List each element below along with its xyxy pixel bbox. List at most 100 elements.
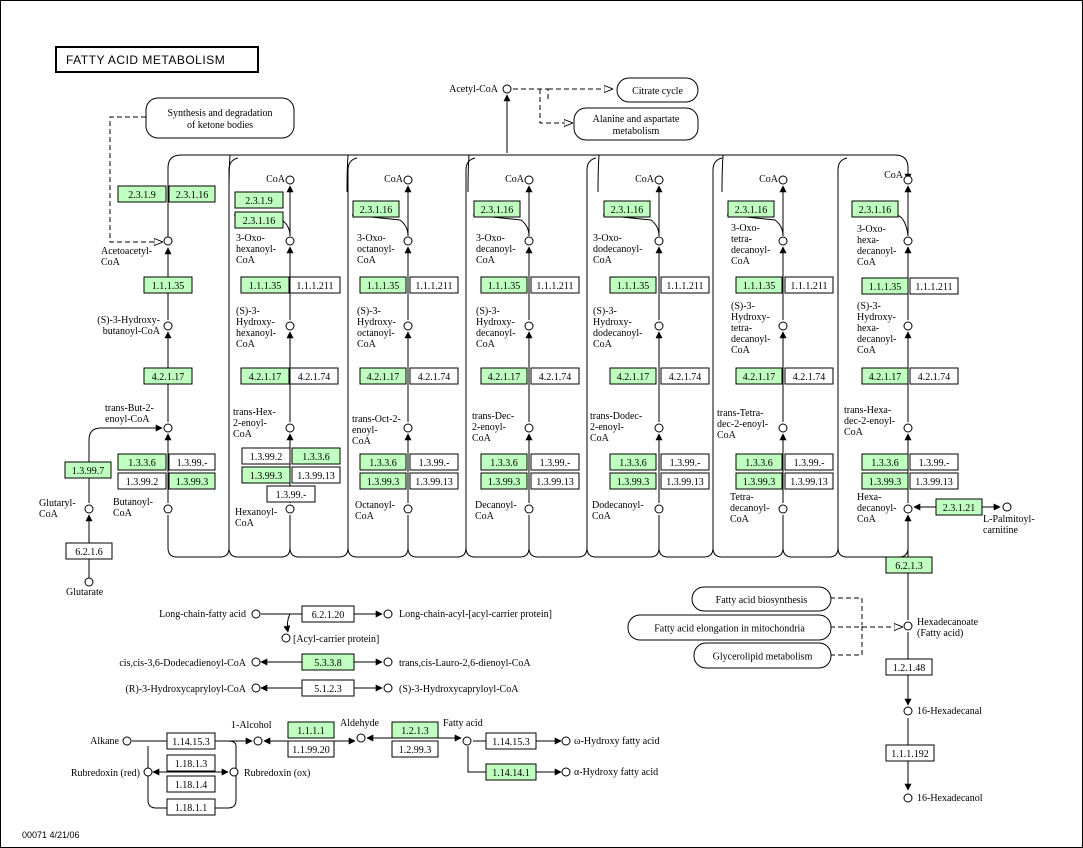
enoyl-coa-node[interactable] bbox=[903, 423, 913, 433]
enzyme-box[interactable]: 4.2.1.74 bbox=[409, 367, 459, 385]
enzyme-box[interactable]: 1.3.99.3 bbox=[609, 472, 657, 490]
s-hydroxycapryloyl-node[interactable] bbox=[383, 683, 393, 693]
enzyme-box[interactable]: 1.3.99.- bbox=[909, 453, 959, 471]
enzyme-box[interactable]: 4.2.1.74 bbox=[784, 367, 834, 385]
coa-node[interactable] bbox=[285, 175, 295, 185]
enzyme-box[interactable]: 1.18.1.4 bbox=[166, 775, 216, 793]
hydroxyacyl-coa-node[interactable] bbox=[163, 321, 173, 331]
enzyme-box[interactable]: 1.3.99.- bbox=[784, 453, 834, 471]
enzyme-box[interactable]: 1.2.1.3 bbox=[391, 721, 439, 739]
enzyme-box[interactable]: 2.3.1.9 bbox=[117, 185, 167, 203]
enzyme-box[interactable]: 2.3.1.21 bbox=[935, 498, 983, 516]
enzyme-box[interactable]: 2.3.1.16 bbox=[234, 211, 284, 229]
oxoacyl-coa-node[interactable] bbox=[654, 236, 664, 246]
enzyme-box[interactable]: 1.3.99.2 bbox=[241, 447, 291, 465]
acyl-coa-node[interactable] bbox=[163, 504, 173, 514]
acetyl-coa-node[interactable] bbox=[502, 84, 512, 94]
alcohol-node[interactable] bbox=[253, 736, 263, 746]
enzyme-box[interactable]: 1.3.99.13 bbox=[784, 472, 834, 490]
hydroxyacyl-coa-node[interactable] bbox=[403, 321, 413, 331]
enoyl-coa-node[interactable] bbox=[163, 423, 173, 433]
alpha-hydroxy-node[interactable] bbox=[561, 767, 571, 777]
glutarate-node[interactable] bbox=[84, 577, 94, 587]
coa-node[interactable] bbox=[524, 175, 534, 185]
enzyme-box[interactable]: 1.1.1.211 bbox=[909, 277, 959, 295]
acyl-coa-node[interactable] bbox=[654, 504, 664, 514]
enzyme-box[interactable]: 1.1.1.211 bbox=[660, 276, 710, 294]
enzyme-box[interactable]: 1.3.99.3 bbox=[861, 472, 909, 490]
enzyme-box[interactable]: 1.1.1.35 bbox=[143, 276, 193, 294]
map-citrate-cycle[interactable]: Citrate cycle bbox=[616, 77, 699, 103]
enzyme-box[interactable]: 1.3.99.- bbox=[409, 453, 459, 471]
enzyme-box[interactable]: 1.3.99.13 bbox=[409, 472, 459, 490]
enzyme-box[interactable]: 2.3.1.16 bbox=[851, 200, 899, 218]
enzyme-box[interactable]: 1.3.3.6 bbox=[609, 453, 657, 471]
enzyme-box[interactable]: 1.3.99.13 bbox=[909, 472, 959, 490]
enzyme-box[interactable]: 6.2.1.6 bbox=[65, 542, 113, 560]
enzyme-box[interactable]: 5.3.3.8 bbox=[301, 653, 355, 671]
palmitoylcarnitine-node[interactable] bbox=[1002, 502, 1012, 512]
enzyme-box[interactable]: 1.3.99.2 bbox=[117, 472, 167, 490]
hydroxyacyl-coa-node[interactable] bbox=[524, 321, 534, 331]
enoyl-coa-node[interactable] bbox=[285, 423, 295, 433]
enzyme-box[interactable]: 4.2.1.17 bbox=[359, 367, 407, 385]
coa-node[interactable] bbox=[654, 175, 664, 185]
oxoacyl-coa-node[interactable] bbox=[524, 236, 534, 246]
enzyme-box[interactable]: 4.2.1.74 bbox=[909, 367, 959, 385]
trans-lauro-dienoyl-node[interactable] bbox=[383, 657, 393, 667]
acyl-coa-node[interactable] bbox=[778, 504, 788, 514]
oxoacyl-coa-node[interactable] bbox=[163, 236, 173, 246]
enzyme-box[interactable]: 4.2.1.74 bbox=[289, 367, 339, 385]
enzyme-box[interactable]: 1.3.3.6 bbox=[480, 453, 528, 471]
enzyme-box[interactable]: 1.14.15.3 bbox=[166, 732, 216, 750]
enzyme-box[interactable]: 1.3.99.3 bbox=[480, 472, 528, 490]
acyl-coa-node[interactable] bbox=[524, 504, 534, 514]
enzyme-box[interactable]: 1.3.99.- bbox=[266, 485, 316, 503]
enzyme-box[interactable]: 1.3.99.- bbox=[660, 453, 710, 471]
acyl-coa-node[interactable] bbox=[285, 504, 295, 514]
enzyme-box[interactable]: 1.3.3.6 bbox=[359, 453, 407, 471]
enzyme-box[interactable]: 2.3.1.16 bbox=[352, 200, 400, 218]
enzyme-box[interactable]: 1.3.99.13 bbox=[660, 472, 710, 490]
enzyme-box[interactable]: 4.2.1.17 bbox=[480, 367, 528, 385]
acp-node[interactable] bbox=[281, 633, 291, 643]
hexadecanoate-node[interactable] bbox=[903, 621, 913, 631]
enzyme-box[interactable]: 1.1.1.35 bbox=[609, 276, 657, 294]
enzyme-box[interactable]: 1.1.1.35 bbox=[240, 276, 290, 294]
enzyme-box[interactable]: 2.3.1.16 bbox=[603, 200, 651, 218]
enzyme-box[interactable]: 4.2.1.17 bbox=[861, 367, 909, 385]
rubredoxin-ox-node[interactable] bbox=[229, 767, 239, 777]
rubredoxin-red-node[interactable] bbox=[143, 767, 153, 777]
enzyme-box[interactable]: 1.1.1.35 bbox=[735, 276, 783, 294]
hydroxyacyl-coa-node[interactable] bbox=[285, 321, 295, 331]
enzyme-box[interactable]: 2.3.1.16 bbox=[727, 200, 775, 218]
oxoacyl-coa-node[interactable] bbox=[403, 236, 413, 246]
map-glycerolipid-metabolism[interactable]: Glycerolipid metabolism bbox=[693, 642, 832, 669]
hydroxyacyl-coa-node[interactable] bbox=[654, 321, 664, 331]
enzyme-box[interactable]: 1.1.1.1 bbox=[287, 721, 335, 739]
coa-node[interactable] bbox=[778, 175, 788, 185]
enzyme-box[interactable]: 1.1.1.211 bbox=[409, 276, 459, 294]
enzyme-box[interactable]: 4.2.1.74 bbox=[530, 367, 580, 385]
enzyme-box[interactable]: 1.14.15.3 bbox=[485, 732, 537, 750]
long-chain-acyl-acp-node[interactable] bbox=[383, 609, 393, 619]
enzyme-box[interactable]: 1.1.1.35 bbox=[359, 276, 407, 294]
enzyme-box[interactable]: 1.3.99.- bbox=[530, 453, 580, 471]
enzyme-box[interactable]: 1.3.99.3 bbox=[735, 472, 783, 490]
enzyme-box[interactable]: 1.1.99.20 bbox=[287, 740, 335, 758]
enzyme-box[interactable]: 1.3.99.3 bbox=[359, 472, 407, 490]
aldehyde-node[interactable] bbox=[356, 733, 366, 743]
enoyl-coa-node[interactable] bbox=[778, 423, 788, 433]
enoyl-coa-node[interactable] bbox=[524, 423, 534, 433]
enzyme-box[interactable]: 1.3.3.6 bbox=[861, 453, 909, 471]
enzyme-box[interactable]: 1.14.14.1 bbox=[485, 763, 537, 781]
hexadecanol-node[interactable] bbox=[903, 793, 913, 803]
enzyme-box[interactable]: 1.18.1.3 bbox=[166, 754, 216, 772]
enzyme-box[interactable]: 4.2.1.17 bbox=[609, 367, 657, 385]
coa-node[interactable] bbox=[403, 175, 413, 185]
acyl-coa-node[interactable] bbox=[903, 504, 913, 514]
cis-dodecadienoyl-node[interactable] bbox=[251, 657, 261, 667]
map-fatty-acid-biosynthesis[interactable]: Fatty acid biosynthesis bbox=[691, 586, 832, 612]
enzyme-box[interactable]: 4.2.1.17 bbox=[143, 367, 193, 385]
